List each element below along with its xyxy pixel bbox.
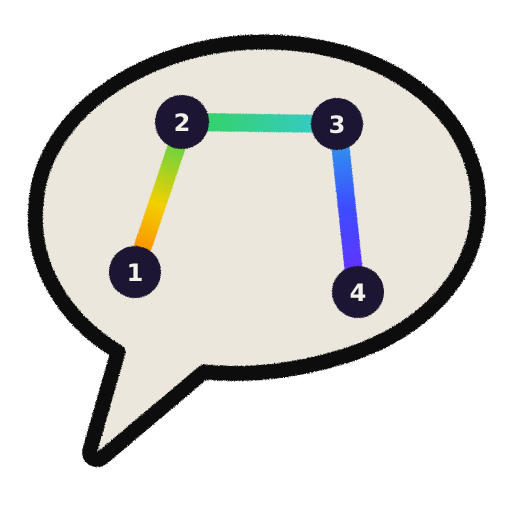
node-4: 4 — [332, 266, 384, 318]
speech-bubble-body — [27, 34, 486, 468]
speech-bubble — [27, 34, 486, 468]
node-2: 2 — [155, 95, 209, 149]
node-3: 3 — [311, 98, 363, 150]
node-4-label: 4 — [350, 279, 367, 307]
node-1: 1 — [109, 246, 161, 298]
path-nodes: 1 2 3 4 — [109, 95, 384, 318]
segment-3-4 — [329, 115, 365, 301]
node-2-label: 2 — [174, 109, 191, 137]
node-1-label: 1 — [127, 259, 144, 287]
node-3-label: 3 — [329, 111, 346, 139]
